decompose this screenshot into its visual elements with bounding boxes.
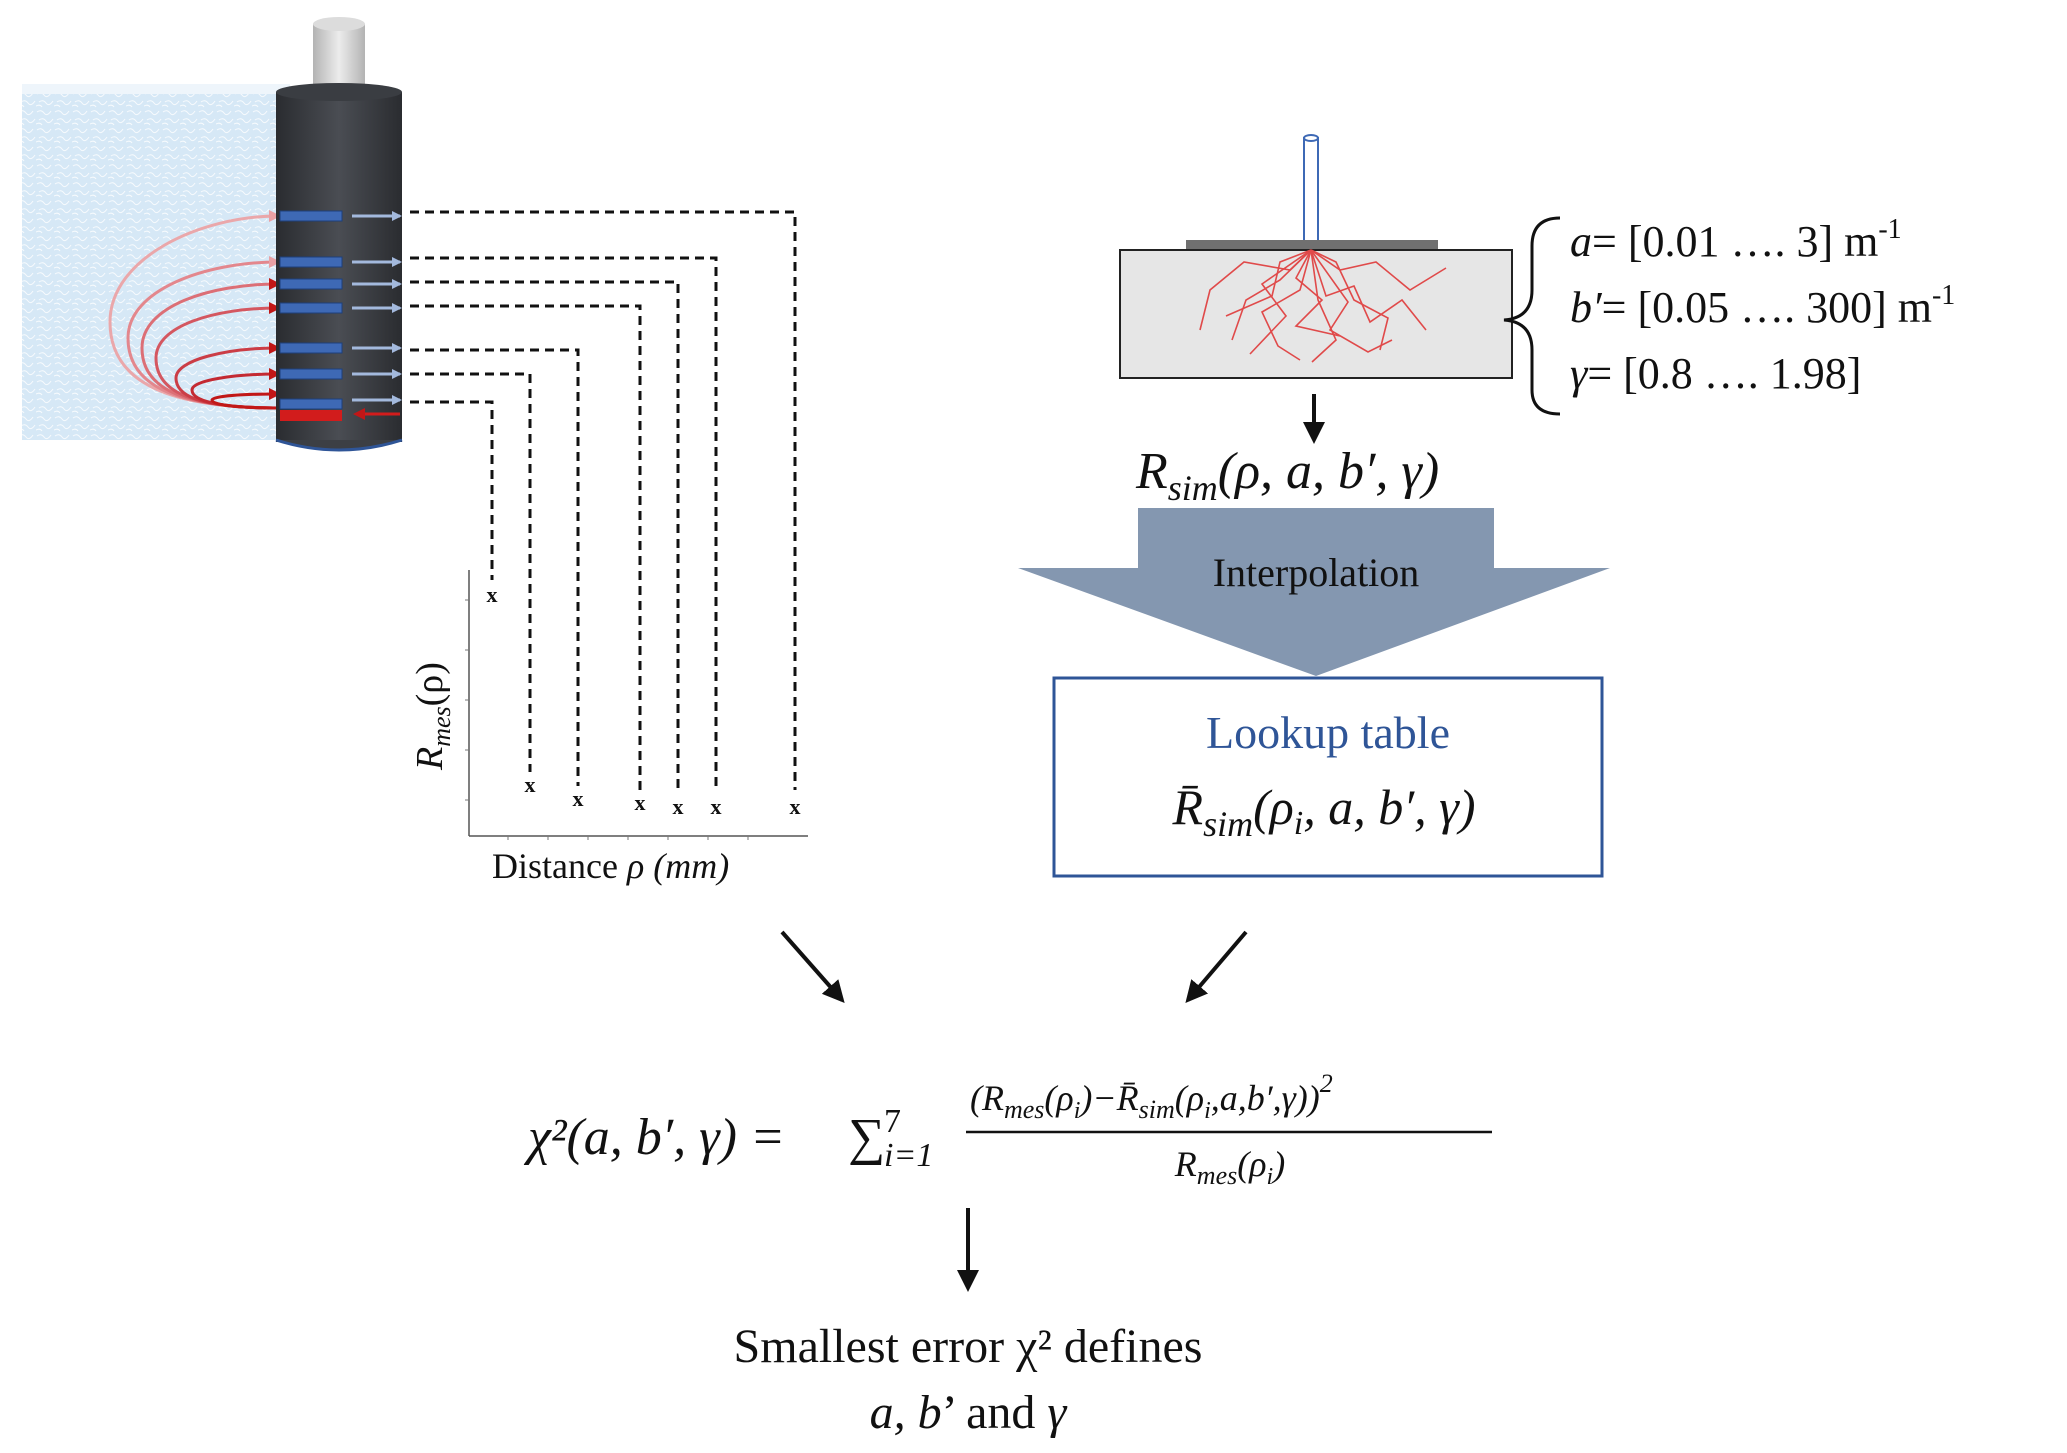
detector-fiber-1	[279, 210, 343, 222]
simulated-photon-paths	[1199, 249, 1447, 363]
probe-plate	[1186, 240, 1438, 250]
tissue-top-face	[22, 84, 290, 94]
measurement-plot: x x x x x x x Rmes(ρ) Distance ρ (mm)	[409, 570, 808, 886]
detector-fiber-3	[279, 278, 343, 290]
result-line-1: Smallest error χ² defines	[734, 1320, 1203, 1373]
right-converge-arrow	[1185, 930, 1248, 1004]
interpolation-label: Interpolation	[1213, 550, 1420, 595]
connector-7	[410, 400, 494, 580]
connector-5	[410, 348, 580, 786]
plot-ticks	[465, 599, 749, 840]
detector-fiber-6	[279, 368, 343, 380]
marker-4: x	[635, 790, 646, 815]
source-fiber	[280, 410, 342, 421]
probe-illustration	[22, 17, 403, 452]
parameter-brace	[1503, 216, 1561, 416]
chi-squared-equation: χ²(a, b′, γ) = ∑ 7 i=1 (Rmes(ρi)−R̄sim(ρ…	[523, 1069, 1492, 1190]
detector-fibers	[279, 210, 343, 421]
detector-fiber-5	[279, 342, 343, 354]
rsim-expression: Rsim(ρ, a, b′, γ)	[1135, 443, 1439, 508]
simulation-illustration: a= [0.01 …. 3] m-1 b′= [0.05 …. 300] m-1…	[1018, 134, 1955, 878]
equation-sum-symbol: ∑	[848, 1109, 885, 1166]
marker-2: x	[525, 772, 536, 797]
marker-1: x	[487, 582, 498, 607]
connector-2	[410, 256, 718, 790]
marker-5: x	[673, 794, 684, 819]
dashed-connectors	[410, 210, 797, 790]
interpolation-arrow	[1018, 508, 1610, 676]
param-gamma: γ= [0.8 …. 1.98]	[1570, 349, 1861, 398]
plot-x-label: Distance ρ (mm)	[492, 846, 729, 886]
simulation-fiber	[1303, 137, 1319, 251]
param-a: a= [0.01 …. 3] m-1	[1570, 214, 1902, 266]
marker-7: x	[790, 794, 801, 819]
simulation-slab	[1119, 249, 1513, 379]
param-b: b′= [0.05 …. 300] m-1	[1570, 280, 1955, 332]
lookup-table-title: Lookup table	[1206, 707, 1450, 758]
parameter-ranges: a= [0.01 …. 3] m-1 b′= [0.05 …. 300] m-1…	[1570, 214, 1955, 398]
left-converge-arrow	[780, 930, 845, 1003]
detector-fiber-7	[279, 398, 343, 410]
probe-tip	[275, 438, 403, 452]
detector-output-arrows	[352, 211, 402, 405]
probe-cap	[313, 24, 365, 92]
connector-6	[410, 372, 532, 772]
connector-4	[410, 304, 642, 790]
detector-fiber-2	[279, 256, 343, 268]
equation-denominator: Rmes(ρi)	[1174, 1144, 1285, 1190]
photon-path-7	[210, 388, 281, 410]
lookup-table-expression: R̄sim(ρi, a, b′, γ)	[1172, 779, 1476, 844]
equation-numerator: (Rmes(ρi)−R̄sim(ρi,a,b′,γ))2	[970, 1069, 1333, 1124]
result-line-2: a, b’ and γ	[870, 1386, 1068, 1439]
plot-y-label: Rmes(ρ)	[409, 662, 456, 771]
connector-3	[410, 280, 680, 790]
equation-lhs: χ²(a, b′, γ) =	[523, 1109, 785, 1166]
lookup-table-box	[1052, 676, 1604, 878]
plot-markers: x x x x x x x	[487, 582, 801, 819]
connector-1	[410, 210, 797, 790]
detector-fiber-4	[279, 302, 343, 314]
marker-6: x	[711, 794, 722, 819]
marker-3: x	[573, 786, 584, 811]
photon-paths	[108, 210, 281, 410]
equation-sum-lower: i=1	[884, 1137, 933, 1174]
equation-sum-upper: 7	[884, 1103, 901, 1140]
